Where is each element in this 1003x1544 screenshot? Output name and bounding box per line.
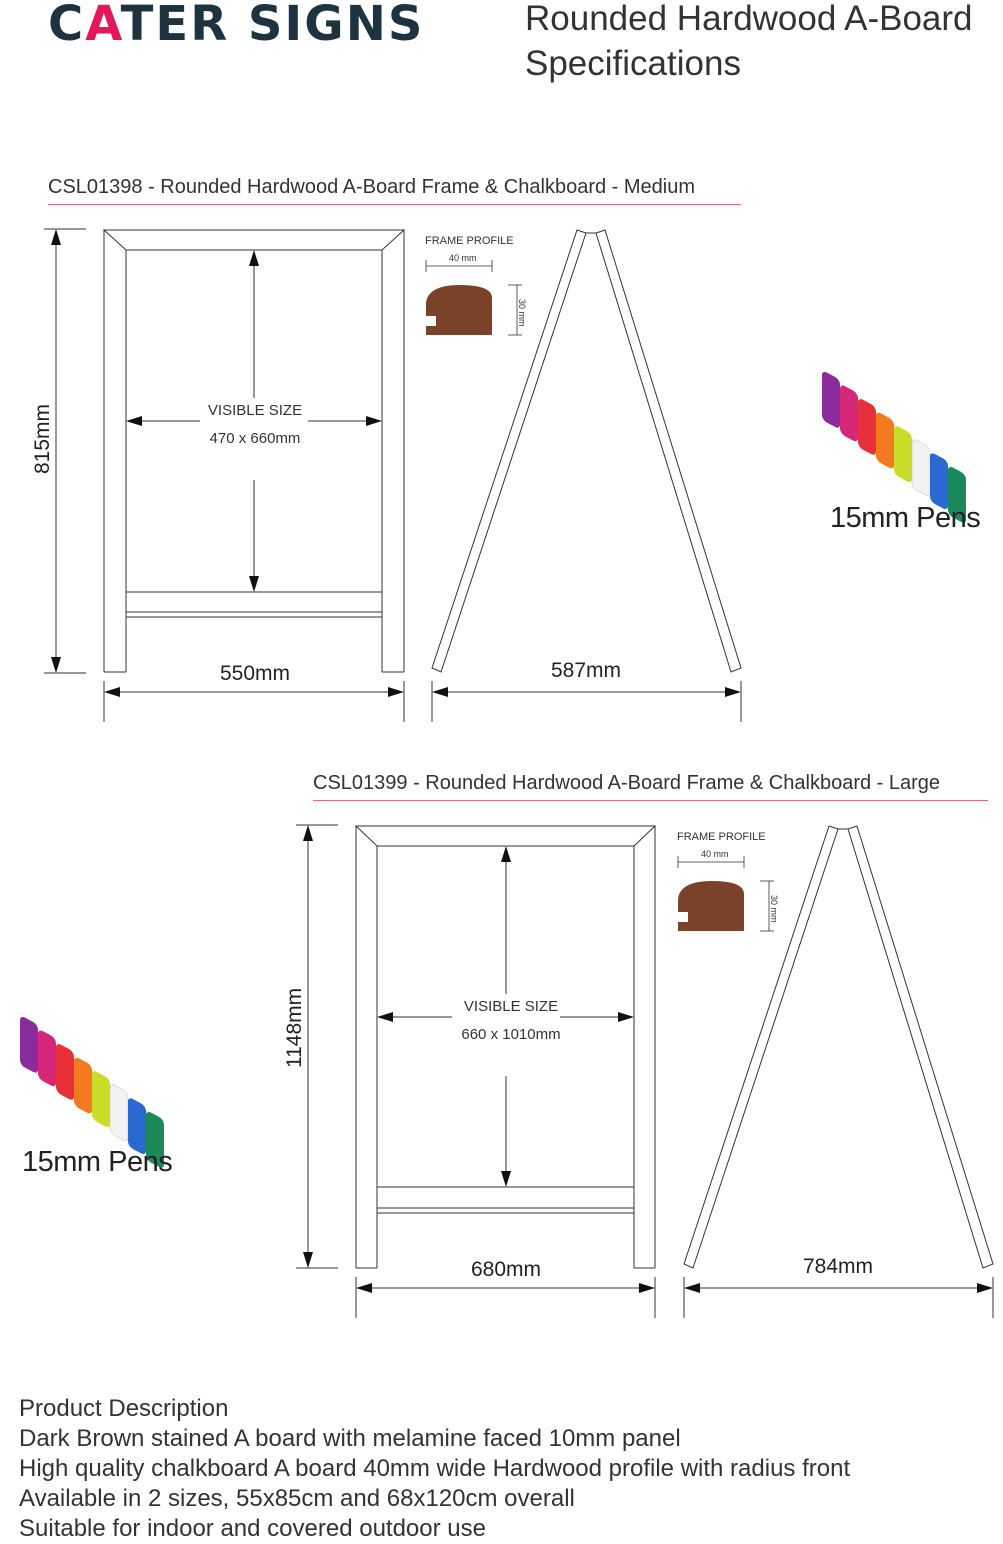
frame-profile-shape: [425, 260, 522, 336]
pen-set-image: [20, 1016, 164, 1168]
pens-label-large: 15mm Pens: [22, 1146, 173, 1178]
page-title-line1: Rounded Hardwood A-Board: [525, 0, 973, 38]
visible-size-value: 470 x 660mm: [209, 430, 301, 447]
heading-rule: [48, 204, 741, 205]
description-line: High quality chalkboard A board 40mm wid…: [19, 1455, 851, 1482]
product-heading-medium: CSL01398 - Rounded Hardwood A-Board Fram…: [48, 176, 696, 198]
description-line: Dark Brown stained A board with melamine…: [19, 1425, 681, 1452]
visible-size-large: VISIBLE SIZE 660 x 1010mm: [446, 993, 576, 1049]
width-label-large: 680mm: [471, 1258, 542, 1281]
frame-profile-shape: [677, 856, 774, 932]
page-title-line2: Specifications: [525, 44, 741, 83]
height-label-large: 1148mm: [283, 987, 306, 1068]
frame-profile-label: FRAME PROFILE: [425, 235, 514, 247]
visible-size-medium: VISIBLE SIZE 470 x 660mm: [195, 397, 315, 453]
front-frame-medium: [44, 228, 742, 722]
visible-size-label: VISIBLE SIZE: [463, 998, 559, 1015]
depth-label-medium: 587mm: [551, 659, 622, 682]
profile-width-label: 40 mm: [701, 849, 729, 859]
description-line: Suitable for indoor and covered outdoor …: [19, 1515, 486, 1542]
width-label-medium: 550mm: [220, 662, 291, 685]
pen-set-image: [822, 371, 966, 523]
cater-signs-logo: CATER SIGNS: [48, 0, 425, 52]
page-title: Rounded Hardwood A-Board Specifications: [525, 0, 1003, 86]
product-description: Product Description Dark Brown stained A…: [19, 1394, 850, 1544]
visible-size-label: VISIBLE SIZE: [207, 402, 303, 419]
frame-profile-label: FRAME PROFILE: [677, 831, 766, 843]
visible-size-value: 660 x 1010mm: [461, 1026, 561, 1043]
description-line: Available in 2 sizes, 55x85cm and 68x120…: [19, 1485, 575, 1512]
heading-rule: [313, 800, 988, 801]
pens-label-medium: 15mm Pens: [830, 502, 981, 534]
description-heading: Product Description: [19, 1395, 229, 1422]
front-frame-large: [296, 824, 994, 1318]
depth-label-large: 784mm: [803, 1255, 874, 1278]
product-heading-large: CSL01399 - Rounded Hardwood A-Board Fram…: [313, 772, 941, 794]
profile-width-label: 40 mm: [449, 253, 477, 263]
